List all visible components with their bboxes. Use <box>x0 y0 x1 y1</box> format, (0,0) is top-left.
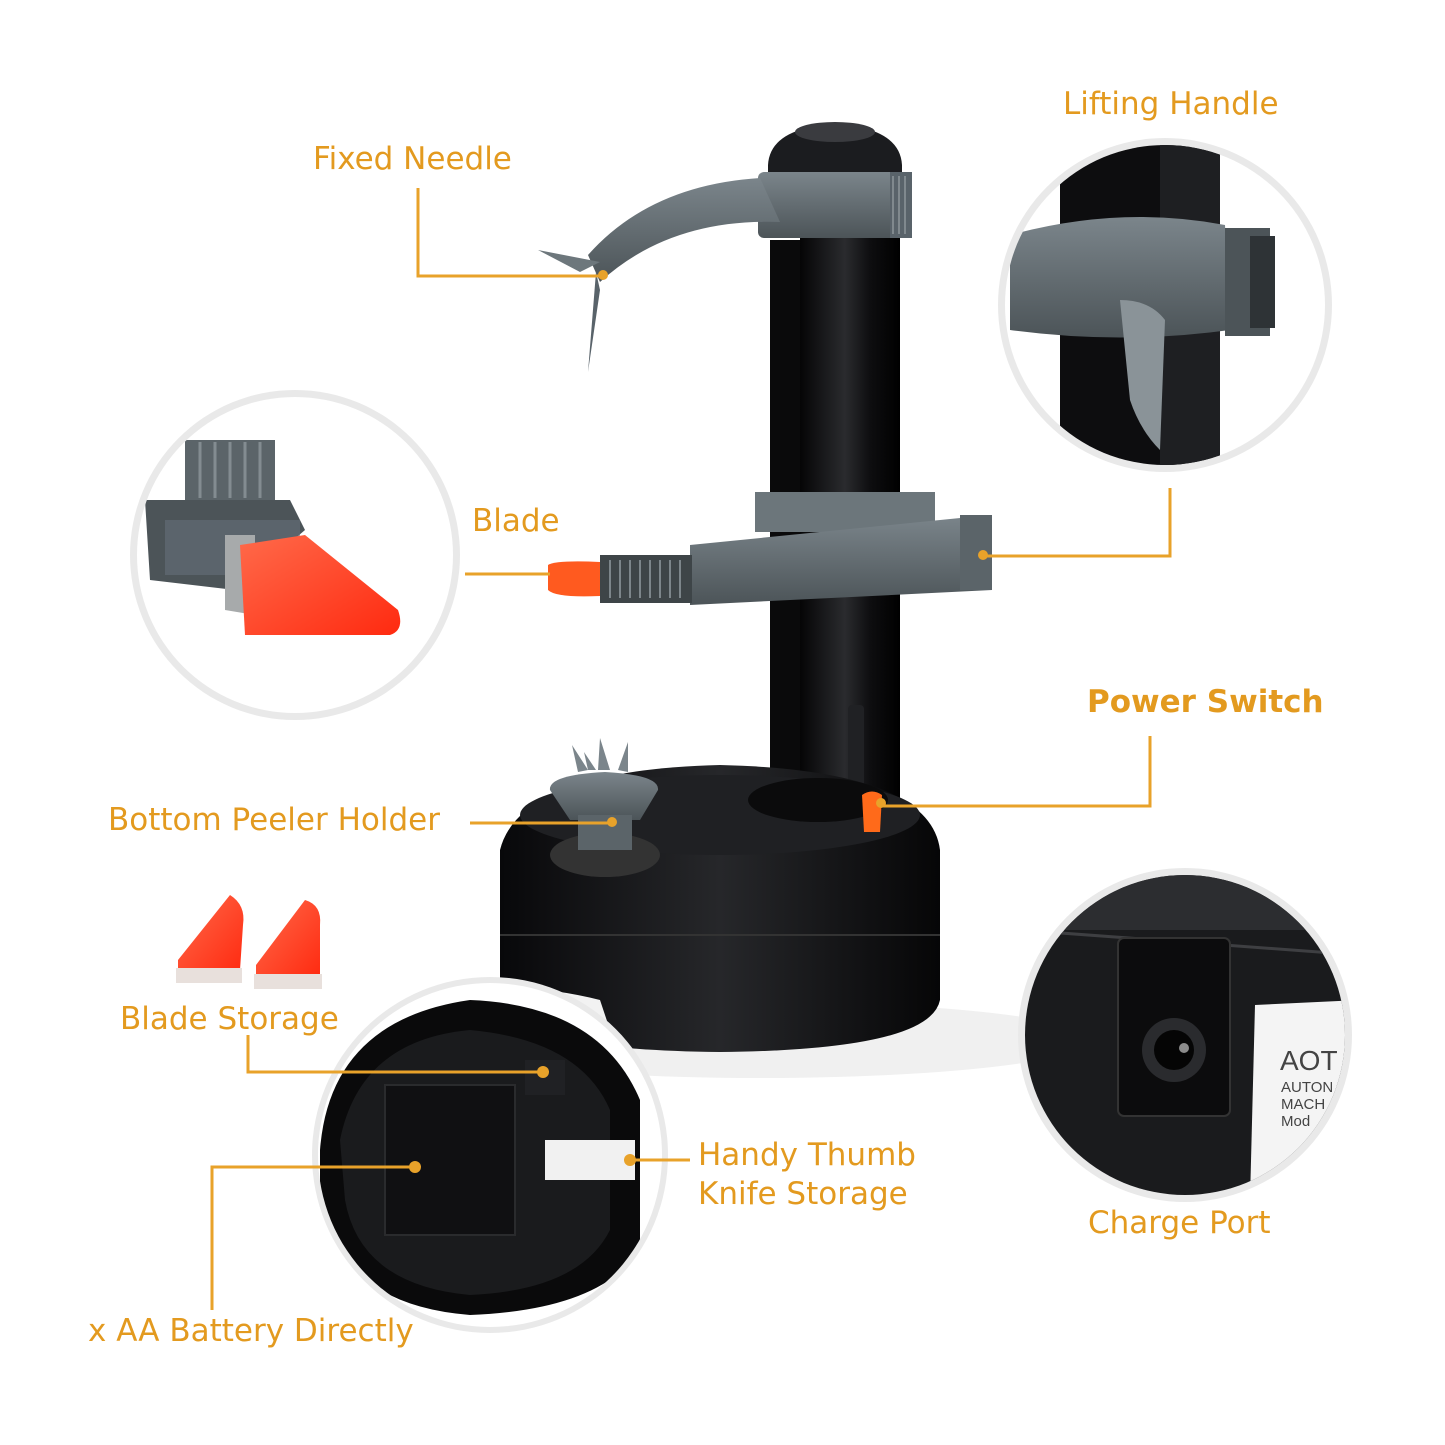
leader-power-switch <box>882 736 1152 808</box>
blade-zoom-image <box>130 390 460 720</box>
label-handy-thumb-line2: Knife Storage <box>698 1176 908 1212</box>
spare-blade-icon <box>176 895 322 989</box>
device-sticker-line3: MACH <box>1281 1096 1326 1113</box>
label-fixed-needle: Fixed Needle <box>313 141 512 177</box>
lifting-handle-zoom-image <box>998 138 1332 472</box>
label-power-switch: Power Switch <box>1087 684 1324 720</box>
label-bottom-peeler-holder: Bottom Peeler Holder <box>108 802 440 838</box>
label-lifting-handle: Lifting Handle <box>1063 86 1279 122</box>
label-charge-port: Charge Port <box>1088 1205 1271 1241</box>
device-sticker-line2: AUTON <box>1281 1079 1334 1096</box>
leader-lifting-handle <box>985 488 1172 558</box>
label-blade-storage: Blade Storage <box>120 1001 339 1037</box>
label-battery: x AA Battery Directly <box>88 1313 414 1349</box>
leader-blade-storage <box>246 1035 543 1074</box>
leader-battery <box>210 1165 415 1310</box>
peeler-device-image <box>500 122 992 1052</box>
device-sticker-line4: Mod <box>1281 1113 1311 1130</box>
callout-dots <box>409 1066 636 1173</box>
battery-compartment-zoom-image <box>312 977 668 1333</box>
charge-port-zoom-image <box>1018 868 1352 1202</box>
leader-fixed-needle <box>416 188 600 278</box>
label-handy-thumb-line1: Handy Thumb <box>698 1137 916 1173</box>
label-blade: Blade <box>472 503 560 539</box>
callout-leader-lines <box>210 188 1172 1310</box>
device-sticker-line1: AOT <box>1280 1045 1338 1076</box>
